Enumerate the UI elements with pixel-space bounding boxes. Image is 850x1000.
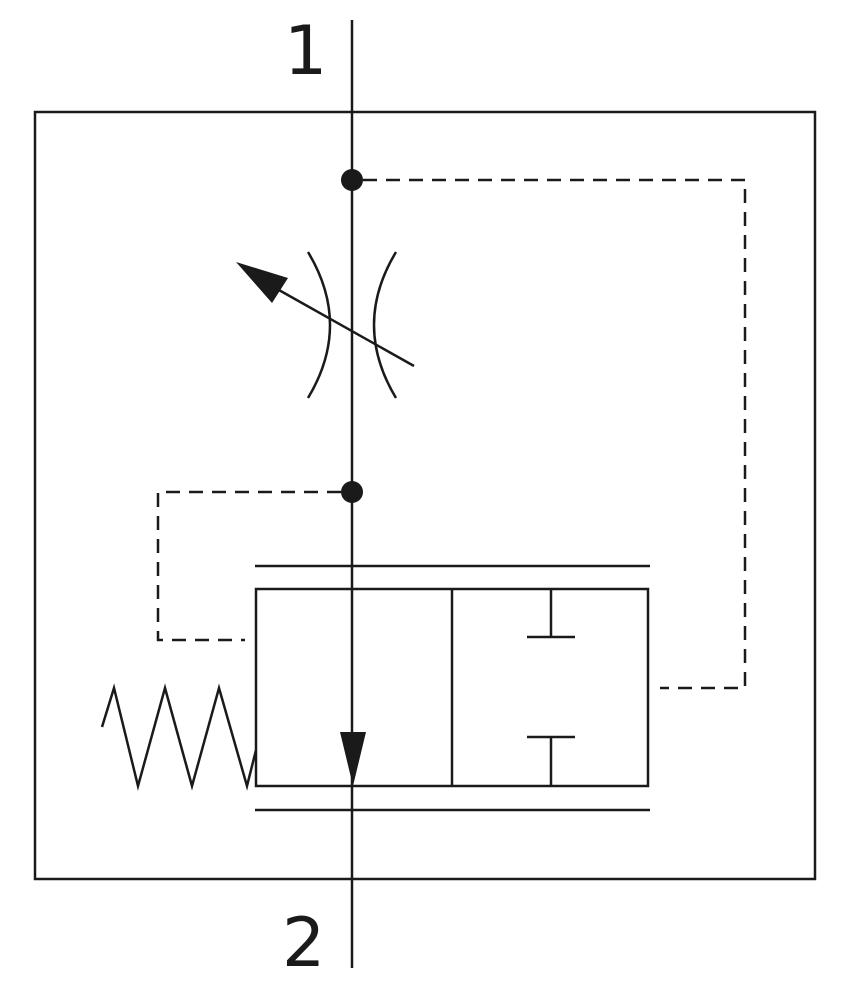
spring-icon [100,683,258,791]
upper-junction-dot [341,169,363,191]
enclosure-box [33,110,817,881]
lower-junction-dot [341,481,363,503]
orifice-right-arc [372,251,398,399]
pilot-line-upper [363,178,747,690]
adjustable-arrow-shaft [269,283,415,368]
adjustable-arrow-head [236,262,288,303]
port-2-label: 2 [282,904,326,983]
flow-arrow-head [340,732,366,786]
port-1-label: 1 [284,12,328,91]
orifice-left-arc [306,251,332,399]
pilot-line-lower [156,490,341,642]
